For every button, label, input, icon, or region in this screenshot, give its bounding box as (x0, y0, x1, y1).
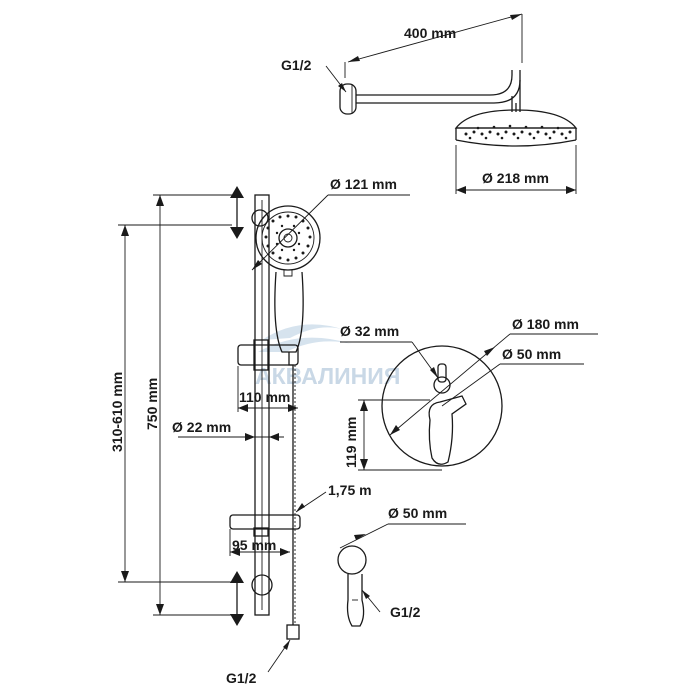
holder-range-label: 310-610 mm (109, 372, 125, 452)
outlet-thread-label: G1/2 (390, 604, 421, 620)
valve-cover-diameter-label: Ø 180 mm (512, 316, 579, 332)
valve-knob-diameter-label: Ø 32 mm (340, 323, 399, 339)
soap-dish-bracket (229, 514, 301, 530)
rail-length-label: 750 mm (144, 378, 160, 430)
valve-height-label: 119 mm (343, 417, 359, 468)
outlet-cover (337, 545, 367, 575)
soap-offset-label: 95 mm (232, 537, 276, 553)
slide-rail-set: Ø 121 mm 750 mm 310-610 mm 110 mm Ø 22 m… (109, 176, 410, 686)
hose (288, 352, 294, 625)
hand-shower-diameter-label: Ø 121 mm (330, 176, 397, 192)
arm-length-dimension-line (347, 13, 523, 63)
wall-outlet: Ø 50 mm G1/2 (337, 505, 466, 627)
shower-head-nozzles (464, 124, 572, 140)
slide-rail (254, 194, 270, 616)
adjust-arrow-top (230, 186, 244, 239)
mixer-lever (428, 395, 467, 465)
wall-flange (339, 83, 357, 115)
hose-length-label: 1,75 m (328, 482, 372, 498)
diverter-knob (433, 376, 451, 394)
head-diameter-label: Ø 218 mm (482, 170, 549, 186)
adjust-arrow-bottom (230, 571, 244, 626)
watermark-text: АКВАЛИНИЯ (255, 363, 400, 389)
shower-head (454, 109, 578, 129)
rail-diameter-label: Ø 22 mm (172, 419, 231, 435)
valve-handle-diameter-label: Ø 50 mm (502, 346, 561, 362)
hand-shower-nozzles (264, 214, 312, 262)
overhead-shower: 400 mm G1/2 Ø 218 mm (281, 13, 578, 194)
shower-arm (356, 70, 513, 96)
bottom-wall-bracket (251, 574, 273, 596)
holder-offset-label: 110 mm (239, 389, 290, 405)
watermark: АКВАЛИНИЯ (255, 324, 400, 389)
mixer-valve: Ø 32 mm Ø 180 mm Ø 50 mm 119 mm (340, 316, 598, 471)
top-wall-bracket (251, 209, 269, 227)
hose-thread-label: G1/2 (226, 670, 257, 686)
valve-cover-plate (381, 345, 503, 467)
arm-length-label: 400 mm (404, 25, 456, 41)
outlet-diameter-label: Ø 50 mm (388, 505, 447, 521)
top-thread-label: G1/2 (281, 57, 312, 73)
